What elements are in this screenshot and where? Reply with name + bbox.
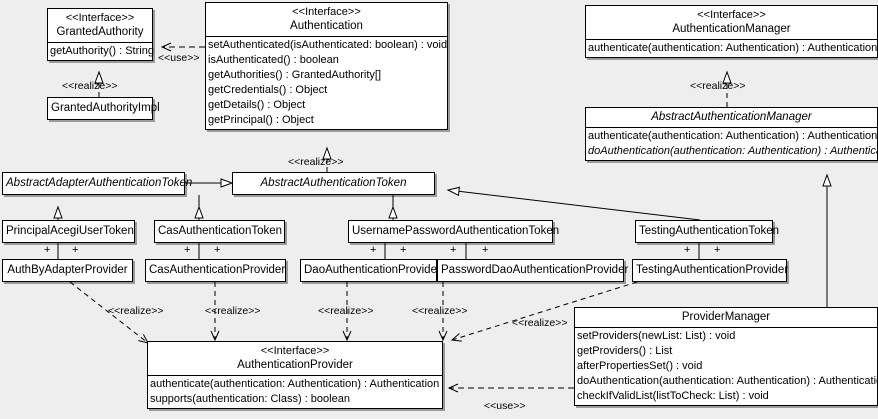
class-name-label: AbstractAdapterAuthenticationToken — [6, 177, 193, 189]
class-dao-authentication-provider[interactable]: DaoAuthenticationProvider — [300, 259, 441, 282]
edge-label-realize-passworddao: <<realize>> — [412, 305, 468, 317]
class-header: ProviderManager — [575, 308, 877, 327]
edge-label-realize-cas: <<realize>> — [205, 305, 261, 317]
edge-generalization-testingauthenticationtoken — [446, 186, 701, 221]
class-testing-authentication-token[interactable]: TestingAuthenticationToken — [635, 220, 780, 243]
stereotype-label: <<Interface>> — [292, 6, 361, 18]
class-name-label: AbstractAuthenticationManager — [651, 111, 812, 123]
class-header: <<Interface>> AuthenticationProvider — [148, 342, 442, 375]
class-name-label: AuthenticationProvider — [237, 359, 353, 371]
edge-label-realize-absmgr-mgr: <<realize>> — [690, 80, 746, 92]
class-granted-authority-impl[interactable]: GrantedAuthorityImpl — [47, 97, 160, 120]
mark-principal-left: + — [44, 244, 51, 256]
mark-upat-pw-left: + — [450, 244, 457, 256]
edge-label-realize-testing: <<realize>> — [512, 317, 568, 329]
method-item: doAuthentication(authentication: Authent… — [577, 375, 878, 387]
methods-compartment: getAuthority() : String — [48, 42, 154, 60]
method-item: checkIfValidList(listToCheck: List) : vo… — [577, 390, 769, 402]
method-item: setAuthenticated(isAuthenticated: boolea… — [208, 39, 448, 51]
class-granted-authority[interactable]: <<Interface>> GrantedAuthority getAuthor… — [47, 8, 154, 61]
class-header: <<Interface>> Authentication — [206, 3, 447, 36]
edge-label-realize-dao: <<realize>> — [318, 305, 374, 317]
class-name-label: AuthenticationManager — [672, 23, 791, 35]
method-item: getAuthorities() : GrantedAuthority[] — [208, 69, 382, 81]
methods-compartment: setProviders(newList: List) : void getPr… — [575, 327, 878, 405]
method-item: getDetails() : Object — [208, 99, 306, 111]
class-username-password-authentication-token[interactable]: UsernamePasswordAuthenticationToken — [348, 220, 560, 243]
class-name-label: DaoAuthenticationProvider — [304, 264, 441, 276]
class-provider-manager[interactable]: ProviderManager setProviders(newList: Li… — [574, 307, 878, 406]
method-item: getAuthority() : String — [50, 45, 154, 57]
class-name-label: TestingAuthenticationProvider — [636, 264, 789, 276]
class-header: <<Interface>> AuthenticationManager — [586, 6, 877, 39]
class-abstract-authentication-token[interactable]: AbstractAuthenticationToken — [232, 172, 435, 195]
class-name-label: PasswordDaoAuthenticationProvider — [441, 264, 629, 276]
class-auth-by-adapter-provider[interactable]: AuthByAdapterProvider — [2, 259, 133, 282]
class-name-label: GrantedAuthority — [56, 26, 144, 38]
edge-label-realize-granted-impl: <<realize>> — [62, 80, 118, 92]
method-item: afterPropertiesSet() : void — [577, 360, 703, 372]
method-item: getProviders() : List — [577, 345, 673, 357]
mark-cas-left: + — [184, 244, 191, 256]
class-header: <<Interface>> GrantedAuthority — [48, 9, 152, 42]
class-name-label: CasAuthenticationProvider — [149, 264, 286, 276]
method-item: authenticate(authentication: Authenticat… — [150, 378, 440, 390]
method-item: doAuthentication(authentication: Authent… — [588, 145, 878, 157]
class-name-label: UsernamePasswordAuthenticationToken — [352, 225, 560, 237]
method-item: authenticate(authentication: Authenticat… — [588, 42, 878, 54]
class-name-label: TestingAuthenticationToken — [639, 225, 780, 237]
class-authentication-manager[interactable]: <<Interface>> AuthenticationManager auth… — [585, 5, 878, 58]
class-abstract-adapter-authentication-token[interactable]: AbstractAdapterAuthenticationToken — [2, 172, 193, 195]
class-abstract-authentication-manager[interactable]: AbstractAuthenticationManager authentica… — [585, 107, 878, 161]
class-password-dao-authentication-provider[interactable]: PasswordDaoAuthenticationProvider — [437, 259, 629, 282]
class-authentication-provider[interactable]: <<Interface>> AuthenticationProvider aut… — [147, 341, 443, 409]
mark-upat-dao-right: + — [400, 244, 407, 256]
method-item: supports(authentication: Class) : boolea… — [150, 393, 350, 405]
method-item: authenticate(authentication: Authenticat… — [588, 130, 878, 142]
edge-label-realize-token-auth: <<realize>> — [288, 156, 344, 168]
class-name-label: CasAuthenticationToken — [158, 225, 283, 237]
mark-principal-right: + — [72, 244, 79, 256]
method-item: getPrincipal() : Object — [208, 114, 314, 126]
class-name-label: AbstractAuthenticationToken — [260, 177, 407, 189]
mark-upat-pw-right: + — [482, 244, 489, 256]
class-name-label: PrincipalAcegiUserToken — [6, 225, 134, 237]
class-name-label: AuthByAdapterProvider — [7, 264, 128, 276]
class-name-label: ProviderManager — [681, 311, 771, 323]
class-name-label: GrantedAuthorityImpl — [51, 102, 160, 114]
method-item: getCredentials() : Object — [208, 84, 328, 96]
mark-testing-left: + — [684, 244, 691, 256]
mark-cas-right: + — [214, 244, 221, 256]
class-authentication[interactable]: <<Interface>> Authentication setAuthenti… — [205, 2, 448, 130]
methods-compartment: authenticate(authentication: Authenticat… — [586, 39, 877, 57]
class-header: AbstractAuthenticationManager — [586, 108, 877, 127]
stereotype-label: <<Interface>> — [260, 345, 330, 357]
methods-compartment: authenticate(authentication: Authenticat… — [148, 375, 442, 408]
class-cas-authentication-provider[interactable]: CasAuthenticationProvider — [145, 259, 286, 282]
class-testing-authentication-provider[interactable]: TestingAuthenticationProvider — [632, 259, 789, 282]
edge-label-use-provider-manager: <<use>> — [484, 400, 526, 412]
mark-testing-right: + — [714, 244, 721, 256]
class-cas-authentication-token[interactable]: CasAuthenticationToken — [154, 220, 285, 243]
stereotype-label: <<Interface>> — [65, 12, 135, 24]
methods-compartment: authenticate(authentication: Authenticat… — [586, 127, 878, 160]
edge-label-realize-authbyadapter: <<realize>> — [108, 305, 164, 317]
method-item: isAuthenticated() : boolean — [208, 54, 339, 66]
edge-label-use-auth-granted: <<use>> — [158, 52, 200, 64]
class-name-label: Authentication — [290, 20, 363, 32]
methods-compartment: setAuthenticated(isAuthenticated: boolea… — [206, 36, 447, 129]
class-principal-acegi-user-token[interactable]: PrincipalAcegiUserToken — [2, 220, 135, 243]
mark-upat-dao-left: + — [370, 244, 377, 256]
method-item: setProviders(newList: List) : void — [577, 330, 736, 342]
stereotype-label: <<Interface>> — [697, 9, 766, 21]
